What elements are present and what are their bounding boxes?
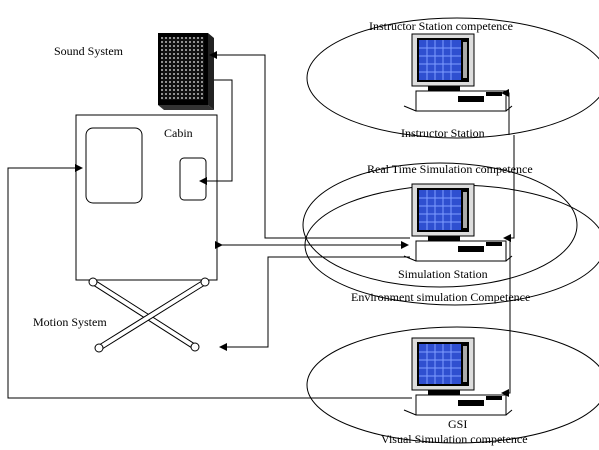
visual-simulation-competence-label: Visual Simulation competence <box>381 432 528 446</box>
computer-icon <box>403 33 513 112</box>
simulation-station-label: Simulation Station <box>398 267 488 281</box>
gsi-label: GSI <box>448 417 467 431</box>
sound-system-label: Sound System <box>54 44 124 58</box>
instructor-competence-ellipse <box>306 17 599 139</box>
speaker-icon <box>158 33 214 110</box>
connector-sound-system <box>209 51 410 239</box>
motion-system-label: Motion System <box>33 315 107 329</box>
connector-gsi-cabin <box>7 164 412 399</box>
instructor-station-competence-label: Instructor Station competence <box>369 19 513 33</box>
instructor-station-label: Instructor Station <box>401 126 485 140</box>
cabin-label: Cabin <box>164 126 193 140</box>
connector-motion-system <box>219 256 410 351</box>
connector-gsi-bus <box>501 238 511 397</box>
connector-instructor-bus <box>501 89 510 135</box>
real-time-competence-ellipse <box>302 162 578 288</box>
visual-competence-ellipse <box>306 326 599 444</box>
computer-icon <box>403 337 513 416</box>
connector-simulation-bus <box>503 135 515 242</box>
environment-simulation-competence-label: Environment simulation Competence <box>351 290 530 304</box>
computer-icon <box>403 183 513 262</box>
motion-system-lift <box>88 277 210 353</box>
cabin <box>75 114 218 281</box>
connector-cabin-instrument <box>199 79 233 185</box>
real-time-simulation-competence-label: Real Time Simulation competence <box>367 162 533 176</box>
